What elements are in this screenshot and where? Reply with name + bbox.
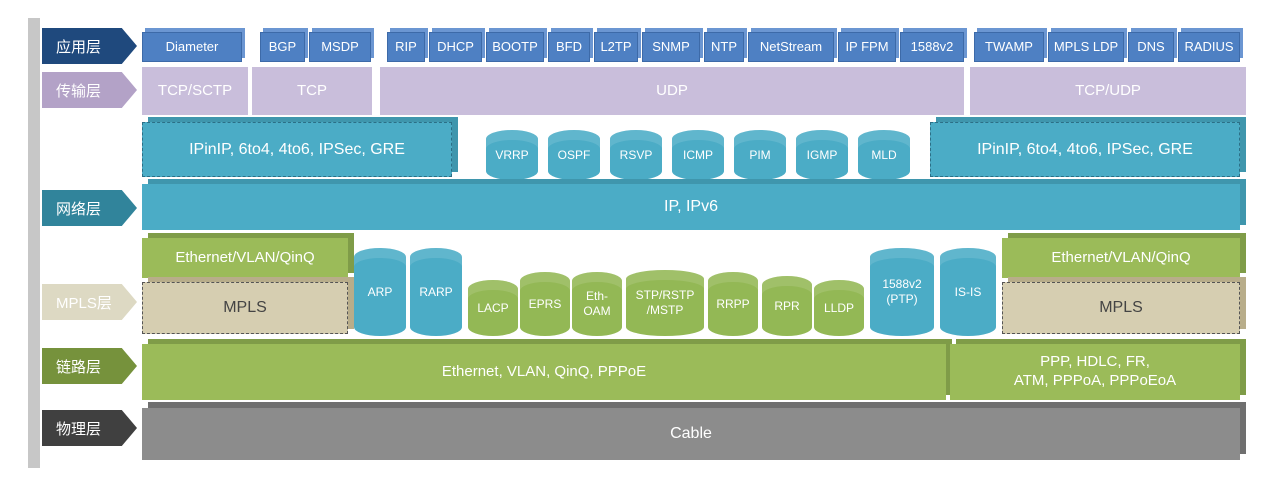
app-protocol-ntp: NTP — [704, 32, 744, 62]
ethernet-vlan-qinq-left: Ethernet/VLAN/QinQ — [142, 238, 348, 278]
layer-label-transport: 传输层 — [42, 72, 137, 108]
l2-protocol-eth-oam: Eth- OAM — [572, 272, 622, 336]
l2-protocol-lldp: LLDP — [814, 280, 864, 336]
app-protocol-l2tp: L2TP — [594, 32, 638, 62]
app-protocol-diameter: Diameter — [142, 32, 242, 62]
mpls-right: MPLS — [1002, 282, 1240, 334]
app-protocol-dhcp: DHCP — [429, 32, 482, 62]
transport-tcp-sctp: TCP/SCTP — [142, 67, 248, 115]
physical-cable-bar: Cable — [142, 408, 1240, 460]
ethernet-vlan-qinq-right: Ethernet/VLAN/QinQ — [1002, 238, 1240, 278]
link-wan-line2: ATM, PPPoA, PPPoEoA — [1013, 372, 1177, 389]
l2-protocol-arp: ARP — [354, 248, 406, 336]
network-protocol-icmp: ICMP — [672, 130, 724, 180]
app-protocol-snmp: SNMP — [642, 32, 700, 62]
layer-label-mpls: MPLS层 — [42, 284, 137, 320]
l2-protocol-1588v2-ptp: 1588v2 (PTP) — [870, 248, 934, 336]
mpls-left: MPLS — [142, 282, 348, 334]
app-protocol-ip-fpm: IP FPM — [838, 32, 896, 62]
transport-tcp: TCP — [252, 67, 372, 115]
app-protocol-radius: RADIUS — [1178, 32, 1240, 62]
app-protocol-bootp: BOOTP — [486, 32, 544, 62]
network-protocol-pim: PIM — [734, 130, 786, 180]
app-protocol-rip: RIP — [387, 32, 425, 62]
network-ip-bar: IP, IPv6 — [142, 184, 1240, 230]
app-protocol-mpls-ldp: MPLS LDP — [1048, 32, 1124, 62]
transport-tcp-udp: TCP/UDP — [970, 67, 1246, 115]
l2-protocol-stp: STP/RSTP /MSTP — [626, 270, 704, 336]
network-tunnel-left: IPinIP, 6to4, 4to6, IPSec, GRE — [142, 122, 452, 177]
layer-label-physical: 物理层 — [42, 410, 137, 446]
app-protocol-bgp: BGP — [260, 32, 305, 62]
l2-protocol-rpr: RPR — [762, 276, 812, 336]
l2-protocol-rarp: RARP — [410, 248, 462, 336]
link-wan-bar: PPP, HDLC, FR, ATM, PPPoA, PPPoEoA — [950, 344, 1240, 400]
l2-protocol-is-is: IS-IS — [940, 248, 996, 336]
transport-udp: UDP — [380, 67, 964, 115]
app-protocol-1588v2: 1588v2 — [900, 32, 964, 62]
app-protocol-twamp: TWAMP — [974, 32, 1044, 62]
app-protocol-msdp: MSDP — [309, 32, 371, 62]
network-protocol-rsvp: RSVP — [610, 130, 662, 180]
app-protocol-bfd: BFD — [548, 32, 590, 62]
layer-label-network: 网络层 — [42, 190, 137, 226]
layer-label-application: 应用层 — [42, 28, 137, 64]
network-protocol-mld: MLD — [858, 130, 910, 180]
network-tunnel-right: IPinIP, 6to4, 4to6, IPSec, GRE — [930, 122, 1240, 177]
link-wan-line1: PPP, HDLC, FR, — [1040, 353, 1150, 371]
network-protocol-igmp: IGMP — [796, 130, 848, 180]
l2-protocol-eprs: EPRS — [520, 272, 570, 336]
l2-protocol-lacp: LACP — [468, 280, 518, 336]
network-protocol-vrrp: VRRP — [486, 130, 538, 180]
app-protocol-netstream: NetStream — [748, 32, 834, 62]
layer-label-link: 链路层 — [42, 348, 137, 384]
link-ethernet-bar: Ethernet, VLAN, QinQ, PPPoE — [142, 344, 946, 400]
l2-protocol-rrpp: RRPP — [708, 272, 758, 336]
vertical-axis-bar — [28, 18, 40, 468]
network-protocol-ospf: OSPF — [548, 130, 600, 180]
app-protocol-dns: DNS — [1128, 32, 1174, 62]
